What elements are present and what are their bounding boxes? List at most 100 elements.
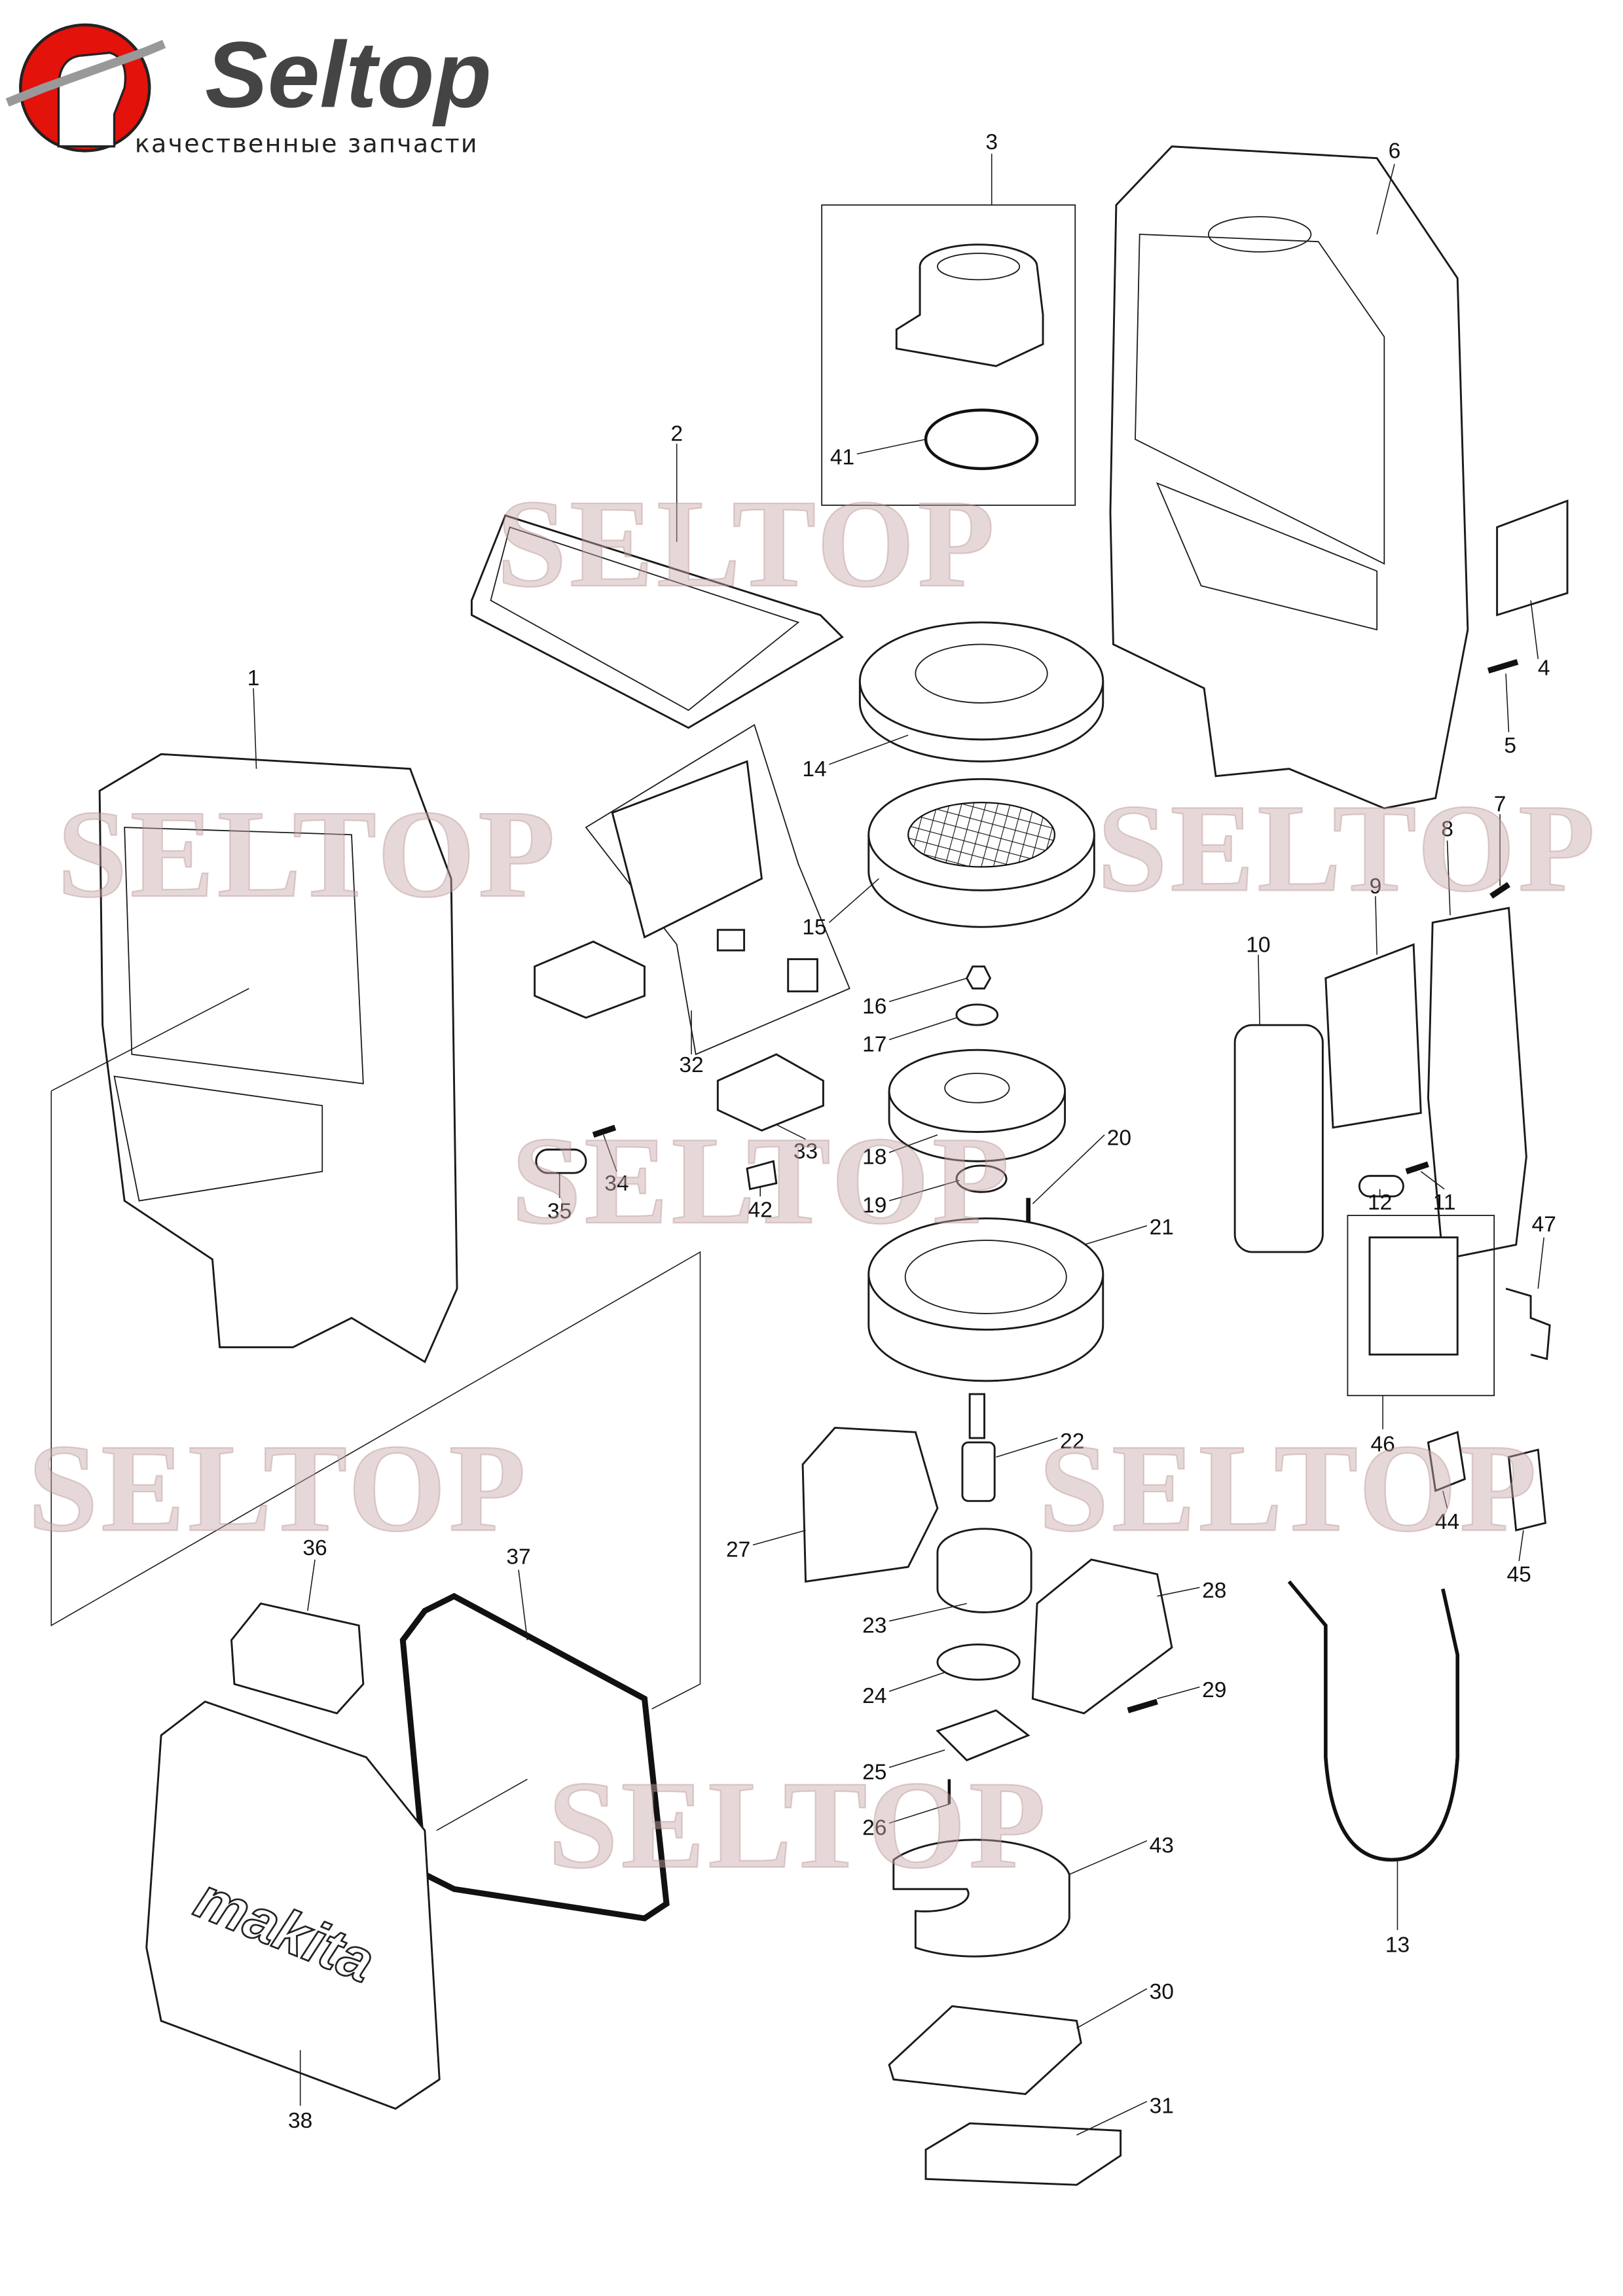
part-31-pad: [924, 2122, 1122, 2186]
part-32-clip: [716, 929, 746, 952]
part-11-screw: [1405, 1161, 1429, 1175]
watermark: SELTOP: [1038, 1418, 1539, 1558]
part-number: 38: [288, 2109, 312, 2133]
part-number: 44: [1435, 1510, 1459, 1534]
part-number: 23: [862, 1614, 886, 1638]
part-number: 5: [1504, 734, 1516, 758]
part-47-key: [1505, 1287, 1551, 1361]
part-34-screw: [592, 1124, 617, 1138]
watermark: SELTOP: [1097, 778, 1598, 918]
part-number: 28: [1202, 1579, 1226, 1603]
part-number: 14: [802, 757, 826, 781]
part-43-c-spacer: [892, 1839, 1070, 1958]
part-number: 20: [1107, 1126, 1131, 1151]
part-number: 47: [1532, 1213, 1556, 1237]
part-number: 12: [1368, 1191, 1392, 1215]
part-29-screw: [1127, 1698, 1158, 1713]
part-12-bushing: [1358, 1175, 1404, 1198]
part-number: 35: [547, 1200, 572, 1224]
part-41-o-ring: [924, 408, 1039, 471]
part-14-ring: [858, 621, 1104, 762]
part-2-filter: [470, 514, 844, 729]
part-10-battery-cover: [1233, 1024, 1324, 1253]
part-number: 25: [862, 1760, 886, 1784]
part-28-motor-housing: [1031, 1558, 1173, 1715]
part-27-motor-bracket: [801, 1426, 939, 1583]
part-32-group-outline: [585, 724, 850, 1056]
part-32-switch: [787, 958, 818, 993]
part-number: 22: [1060, 1429, 1084, 1454]
part-number: 9: [1370, 874, 1382, 899]
part-30-tray: [888, 2005, 1082, 2096]
part-number: 4: [1538, 656, 1550, 680]
part-number: 30: [1150, 1980, 1174, 2004]
part-number: 11: [1433, 1191, 1456, 1215]
part-number: 32: [679, 1053, 703, 1077]
part-46-group-box: [1347, 1215, 1495, 1397]
part-number: 17: [862, 1032, 886, 1056]
part-number: 46: [1370, 1432, 1395, 1456]
part-number: 19: [862, 1194, 886, 1218]
part-number: 16: [862, 994, 886, 1018]
part-number: 27: [726, 1537, 750, 1562]
part-24-ring: [936, 1643, 1021, 1681]
part-13-cable: [1287, 1580, 1460, 1862]
part-46-controller: [1368, 1236, 1459, 1356]
part-16-nut: [966, 965, 992, 990]
part-number: 18: [862, 1145, 886, 1170]
part-23-stator: [936, 1528, 1032, 1613]
part-number: 37: [506, 1545, 530, 1570]
part-45-plate: [1507, 1448, 1547, 1532]
part-number: 41: [830, 445, 854, 469]
part-33-switch-holder: [716, 1053, 824, 1132]
part-number-labels: 3 6 2 41 4 5 1 14 7 8 9 15 10 16 17 32 1…: [247, 130, 1556, 2133]
part-number: 34: [604, 1172, 629, 1196]
part-3-group-box: [821, 204, 1076, 506]
part-25-pcb: [936, 1709, 1030, 1762]
part-number: 45: [1507, 1562, 1531, 1587]
part-number: 6: [1389, 139, 1401, 164]
part-6-housing: [1109, 145, 1469, 810]
part-9-plate: [1324, 943, 1422, 1129]
part-number: 8: [1441, 817, 1453, 842]
part-17-washer: [955, 1003, 999, 1026]
part-19-washer: [955, 1164, 1008, 1193]
part-number: 31: [1150, 2094, 1174, 2119]
logo-tagline: качественные запчасти: [135, 130, 479, 158]
part-number: 36: [302, 1536, 327, 1560]
part-21-fan-housing: [867, 1217, 1104, 1382]
wrench-icon: [5, 39, 166, 107]
part-number: 3: [985, 130, 998, 154]
part-35-bushing: [535, 1148, 587, 1174]
part-number: 43: [1150, 1833, 1174, 1857]
part-number: 33: [793, 1139, 818, 1164]
logo-brand: Seltop: [205, 22, 492, 127]
part-38-front-cover: makita: [145, 1700, 441, 2110]
part-4-label-plate: [1496, 499, 1569, 617]
watermark: SELTOP: [28, 1418, 529, 1558]
part-5-screw: [1487, 659, 1519, 674]
part-number: 10: [1246, 933, 1270, 957]
watermark: SELTOP: [57, 784, 558, 924]
leader-lines: [253, 153, 1544, 2136]
part-number: 42: [748, 1198, 773, 1222]
part-number: 21: [1150, 1215, 1174, 1240]
part-1-front-frame: [98, 753, 458, 1363]
part-18-impeller: [888, 1049, 1067, 1162]
seltop-logo: Seltop качественные запчасти: [5, 22, 492, 158]
part-37-gasket: [399, 1592, 670, 1922]
part-number: 13: [1385, 1933, 1410, 1957]
watermarks: SELTOP SELTOP SELTOP SELTOP SELTOP SELTO…: [27, 473, 1598, 1895]
part-number: 29: [1202, 1678, 1226, 1702]
part-22-motor-rotor: [961, 1393, 996, 1502]
part-7-screw: [1489, 882, 1511, 899]
part-32-switch-holder: [534, 941, 646, 1019]
part-36-latch: [230, 1602, 365, 1715]
watermark: SELTOP: [511, 1111, 1012, 1250]
part-number: 2: [670, 422, 683, 446]
watermark: SELTOP: [497, 474, 998, 613]
part-3-nozzle: [895, 243, 1044, 367]
part-32-cover: [611, 760, 763, 939]
part-44-switch: [1427, 1431, 1467, 1492]
